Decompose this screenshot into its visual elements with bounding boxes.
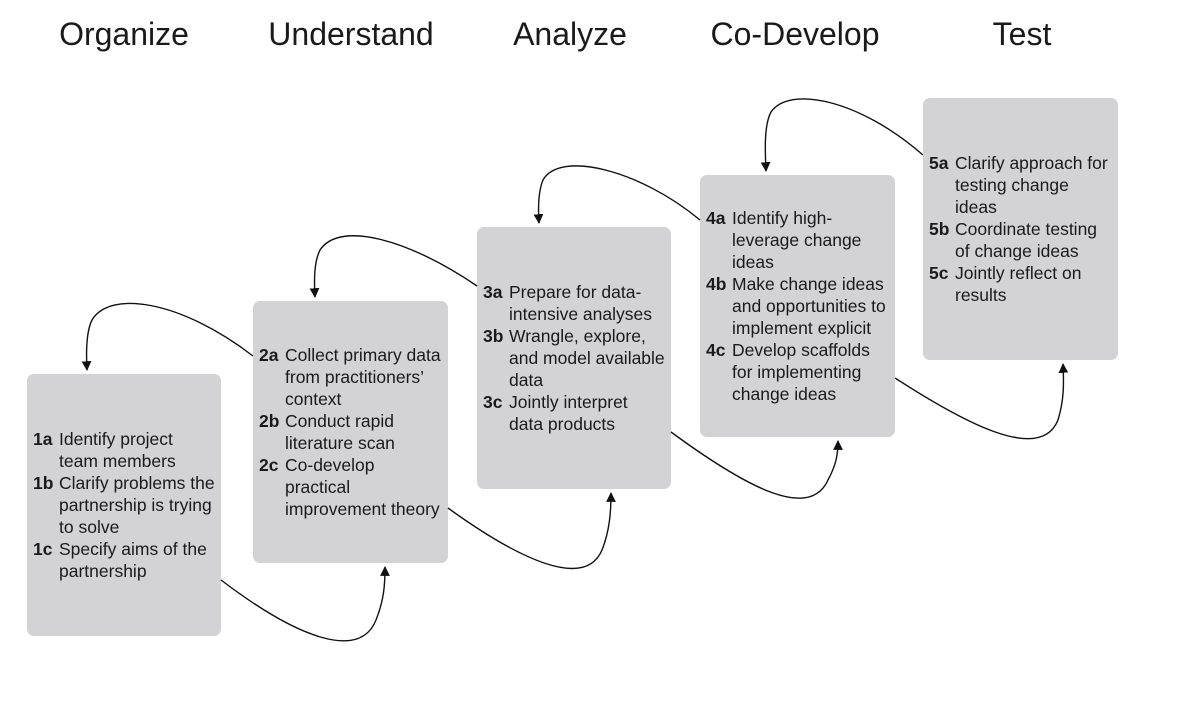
stage-title-understand: Understand	[268, 16, 434, 52]
step-id: 1c	[33, 539, 53, 559]
step-id: 3c	[483, 392, 503, 412]
step-text: Wrangle, explore, and model available da…	[509, 326, 665, 390]
step-item: 5a Clarify approach for testing change i…	[929, 152, 1112, 218]
stage-box-co-develop: 4a Identify high-leverage change ideas 4…	[700, 175, 895, 437]
step-item: 5b Coordinate testing of change ideas	[929, 218, 1112, 262]
stage-title-test: Test	[992, 16, 1052, 52]
step-id: 2b	[259, 411, 280, 431]
stage-title-co-develop: Co-Develop	[710, 16, 880, 52]
step-item: 3a Prepare for data-intensive analyses	[483, 281, 665, 325]
step-id: 4b	[706, 274, 727, 294]
step-text: Develop scaffolds for implementing chang…	[732, 340, 870, 404]
step-item: 3b Wrangle, explore, and model available…	[483, 325, 665, 391]
step-id: 2a	[259, 345, 279, 365]
step-id: 4a	[706, 208, 726, 228]
step-text: Coordinate testing of change ideas	[955, 219, 1098, 261]
feedback-arrow-5-to-4	[760, 98, 924, 172]
step-item: 2c Co-develop practical improvement theo…	[259, 454, 442, 520]
forward-arrow-2-to-3	[447, 492, 616, 570]
step-id: 1a	[33, 429, 53, 449]
stage-box-test: 5a Clarify approach for testing change i…	[923, 98, 1118, 360]
feedback-arrow-4-to-3	[533, 165, 701, 224]
step-text: Prepare for data-intensive analyses	[509, 282, 652, 324]
step-text: Clarify problems the partnership is tryi…	[59, 473, 215, 537]
stage-box-understand: 2a Collect primary data from practitione…	[253, 301, 448, 563]
step-text: Specify aims of the partnership	[59, 539, 207, 581]
step-id: 4c	[706, 340, 726, 360]
step-text: Jointly interpret data products	[509, 392, 628, 434]
step-text: Identify high-leverage change ideas	[732, 208, 862, 272]
step-id: 3a	[483, 282, 503, 302]
stage-title-organize: Organize	[59, 16, 189, 52]
step-item: 1b Clarify problems the partnership is t…	[33, 472, 215, 538]
step-item: 1a Identify project team members	[33, 428, 215, 472]
forward-arrow-1-to-2	[220, 566, 390, 642]
forward-arrow-4-to-5	[894, 363, 1069, 440]
step-id: 5c	[929, 263, 949, 283]
step-item: 2a Collect primary data from practitione…	[259, 344, 442, 410]
step-item: 4c Develop scaffolds for implementing ch…	[706, 339, 889, 405]
step-text: Identify project team members	[59, 429, 176, 471]
step-item: 1c Specify aims of the partnership	[33, 538, 215, 582]
step-text: Collect primary data from practitioners’…	[285, 345, 441, 409]
step-id: 1b	[33, 473, 54, 493]
step-item: 4b Make change ideas and opportunities t…	[706, 273, 889, 339]
step-text: Make change ideas and opportunities to i…	[732, 274, 886, 338]
step-item: 4a Identify high-leverage change ideas	[706, 207, 889, 273]
step-id: 5a	[929, 153, 949, 173]
step-text: Jointly reflect on results	[955, 263, 1082, 305]
forward-arrow-3-to-4	[670, 431, 843, 499]
step-text: Conduct rapid literature scan	[285, 411, 395, 453]
step-item: 5c Jointly reflect on results	[929, 262, 1112, 306]
stage-box-organize: 1a Identify project team members 1b Clar…	[27, 374, 221, 636]
step-text: Clarify approach for testing change idea…	[955, 153, 1108, 217]
step-id: 3b	[483, 326, 504, 346]
feedback-arrow-2-to-1	[81, 302, 254, 371]
stage-box-analyze: 3a Prepare for data-intensive analyses 3…	[477, 227, 671, 489]
step-item: 3c Jointly interpret data products	[483, 391, 665, 435]
step-id: 2c	[259, 455, 279, 475]
stage-title-analyze: Analyze	[513, 16, 627, 52]
step-item: 2b Conduct rapid literature scan	[259, 410, 442, 454]
step-id: 5b	[929, 219, 950, 239]
feedback-arrow-3-to-2	[309, 235, 478, 298]
step-text: Co-develop practical improvement theory	[285, 455, 440, 519]
